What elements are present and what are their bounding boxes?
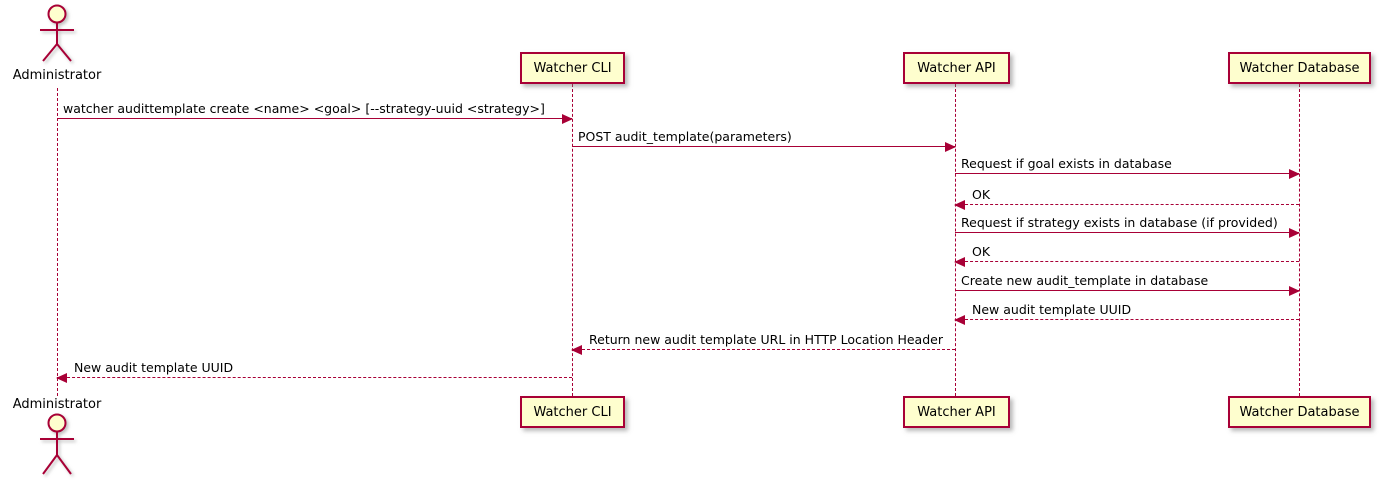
message-3: Request if goal exists in database [955, 156, 1300, 179]
message-10: New audit template UUID [56, 360, 572, 383]
arrow-line [955, 286, 1300, 296]
message-6-label: OK [972, 244, 991, 259]
message-10-label: New audit template UUID [74, 360, 234, 375]
message-7: Create new audit_template in database [955, 273, 1300, 296]
actor-icon [40, 413, 74, 475]
message-3-label: Request if goal exists in database [961, 156, 1172, 171]
message-9: Return new audit template URL in HTTP Lo… [571, 332, 955, 355]
actor-label-administrator-top: Administrator [12, 68, 102, 83]
actor-icon [40, 4, 74, 62]
message-6: OK [954, 244, 1299, 267]
lifeline-watcher-cli [572, 84, 573, 396]
message-4-label: OK [972, 187, 991, 202]
message-8-label: New audit template UUID [972, 302, 1132, 317]
arrow-line [955, 169, 1300, 179]
arrow-line [571, 345, 955, 355]
lifeline-watcher-database [1299, 84, 1300, 396]
message-2: POST audit_template(parameters) [572, 129, 956, 152]
message-7-label: Create new audit_template in database [961, 273, 1209, 288]
participant-watcher-cli-top: Watcher CLI [520, 52, 625, 84]
participant-watcher-database-bottom: Watcher Database [1228, 396, 1371, 428]
message-8: New audit template UUID [954, 302, 1299, 325]
lifeline-administrator [57, 88, 58, 396]
actor-label-administrator-bottom: Administrator [12, 397, 102, 412]
message-4: OK [954, 187, 1299, 210]
arrow-line [56, 373, 572, 383]
message-1: watcher audittemplate create <name> <goa… [57, 101, 573, 124]
arrow-line [954, 200, 1299, 210]
participant-watcher-cli-bottom: Watcher CLI [520, 396, 625, 428]
message-2-label: POST audit_template(parameters) [578, 129, 792, 144]
message-1-label: watcher audittemplate create <name> <goa… [63, 101, 545, 116]
lifeline-watcher-api [955, 84, 956, 396]
participant-watcher-api-bottom: Watcher API [903, 396, 1010, 428]
arrow-line [954, 315, 1299, 325]
arrow-line [954, 257, 1299, 267]
participant-watcher-database-top: Watcher Database [1228, 52, 1371, 84]
message-5: Request if strategy exists in database (… [955, 215, 1300, 238]
message-5-label: Request if strategy exists in database (… [961, 215, 1278, 230]
arrow-line [955, 228, 1300, 238]
arrow-line [57, 114, 573, 124]
participant-watcher-api-top: Watcher API [903, 52, 1010, 84]
arrow-line [572, 142, 956, 152]
message-9-label: Return new audit template URL in HTTP Lo… [589, 332, 943, 347]
